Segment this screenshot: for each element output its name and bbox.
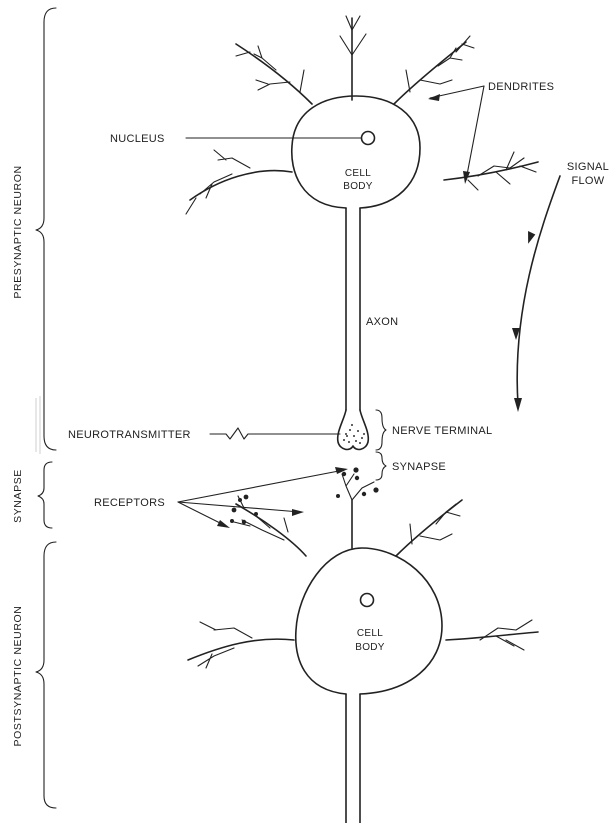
label-signal-flow-line2: FLOW — [572, 175, 605, 187]
synapse-brace — [376, 452, 386, 480]
presynaptic-neuron — [186, 16, 538, 449]
scan-artifact — [36, 396, 40, 454]
side-label-postsynaptic: POSTSYNAPTIC NEURON — [12, 606, 24, 747]
label-cell-body-top-line2: BODY — [343, 181, 373, 192]
presynaptic-bracket — [36, 8, 56, 450]
label-neurotransmitter: NEUROTRANSMITTER — [68, 429, 191, 441]
neurotransmitter-vesicles — [343, 424, 365, 444]
label-dendrites: DENDRITES — [488, 81, 554, 93]
neurotransmitter-pointer — [210, 428, 340, 439]
postsynaptic-axon — [346, 694, 360, 823]
label-axon: AXON — [366, 316, 398, 328]
label-nucleus: NUCLEUS — [110, 133, 165, 145]
label-receptors: RECEPTORS — [94, 497, 165, 509]
presynaptic-nucleus — [362, 132, 375, 145]
label-cell-body-top-line1: CELL — [345, 168, 371, 179]
label-cell-body-bottom-line1: CELL — [357, 628, 383, 639]
postsynaptic-nucleus — [361, 594, 374, 607]
side-label-presynaptic: PRESYNAPTIC NEURON — [12, 165, 24, 298]
nerve-terminal — [338, 410, 369, 449]
label-synapse: SYNAPSE — [392, 461, 446, 473]
nerve-terminal-bracket — [376, 410, 386, 450]
signal-flow-arrow — [512, 176, 560, 412]
label-nerve-terminal: NERVE TERMINAL — [392, 425, 492, 437]
receptor-blobs — [230, 467, 379, 524]
postsynaptic-bracket — [36, 542, 56, 808]
axon — [346, 208, 360, 410]
label-cell-body-bottom-line2: BODY — [355, 642, 385, 653]
dendrites-pointers — [428, 86, 484, 184]
receptors-pointers — [178, 467, 348, 528]
side-label-synapse: SYNAPSE — [12, 469, 24, 523]
synapse-bracket — [38, 462, 52, 528]
postsynaptic-cell-body — [296, 548, 442, 694]
label-signal-flow-line1: SIGNAL — [567, 161, 609, 173]
